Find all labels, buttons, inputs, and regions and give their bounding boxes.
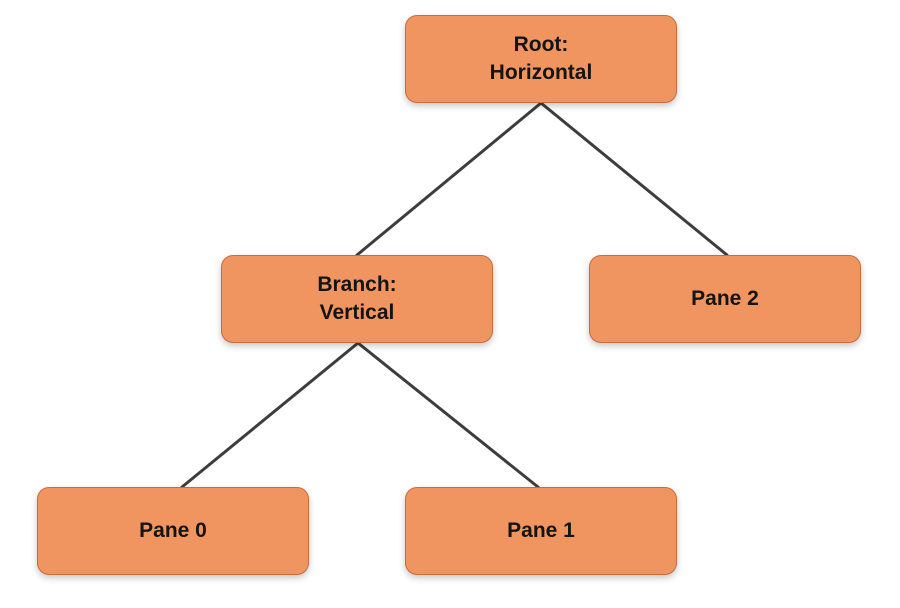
tree-node-pane-2: Pane 2 bbox=[589, 255, 861, 343]
node-label-pane-1: Pane 1 bbox=[507, 519, 575, 542]
node-label-branch: Branch: Vertical bbox=[317, 273, 397, 324]
tree-node-branch: Branch: Vertical bbox=[221, 255, 493, 343]
node-label-root: Root: Horizontal bbox=[489, 33, 593, 84]
edge-branch-pane0 bbox=[180, 341, 360, 489]
edge-branch-pane1 bbox=[356, 341, 540, 489]
tree-node-pane-0: Pane 0 bbox=[37, 487, 309, 575]
edge-root-pane2 bbox=[539, 101, 729, 257]
tree-node-pane-1: Pane 1 bbox=[405, 487, 677, 575]
edge-root-branch bbox=[355, 101, 543, 257]
node-label-pane-0: Pane 0 bbox=[139, 519, 207, 542]
node-label-pane-2: Pane 2 bbox=[691, 287, 759, 310]
tree-node-root: Root: Horizontal bbox=[405, 15, 677, 103]
